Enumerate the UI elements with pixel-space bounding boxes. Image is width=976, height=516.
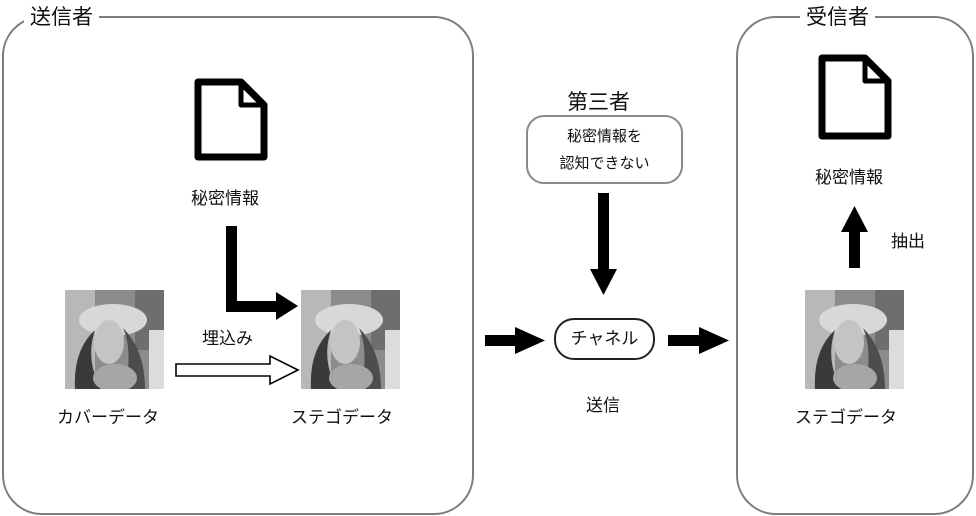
sender-panel <box>2 16 474 515</box>
embed-arrow <box>175 354 300 386</box>
stego-data-label: ステゴデータ <box>291 408 393 428</box>
notice-line-1: 秘密情報を <box>566 127 642 145</box>
extract-arrow <box>841 206 868 268</box>
deliver-arrow <box>668 327 729 354</box>
receiver-title: 受信者 <box>800 5 875 29</box>
third-party-title: 第三者 <box>563 90 634 114</box>
notice-line-2: 認知できない <box>559 154 650 172</box>
receiver-stego-label: ステゴデータ <box>795 408 897 428</box>
document-icon <box>194 78 268 161</box>
receiver-secret-label: 秘密情報 <box>815 168 883 188</box>
document-icon <box>818 54 892 140</box>
sender-secret-label: 秘密情報 <box>191 189 259 209</box>
send-arrow <box>485 327 545 354</box>
channel-node: チャネル <box>554 318 655 360</box>
embed-label: 埋込み <box>202 329 253 349</box>
sender-title: 送信者 <box>24 5 99 29</box>
extract-label: 抽出 <box>891 232 925 252</box>
observe-arrow <box>590 193 617 295</box>
cover-data-image <box>65 290 164 389</box>
cover-data-label: カバーデータ <box>57 408 159 428</box>
received-stego-image <box>805 290 904 389</box>
third-party-notice: 秘密情報を 認知できない <box>526 115 683 184</box>
send-label: 送信 <box>586 396 620 416</box>
stego-data-image <box>301 290 400 389</box>
embed-flow-arrow <box>226 226 298 320</box>
